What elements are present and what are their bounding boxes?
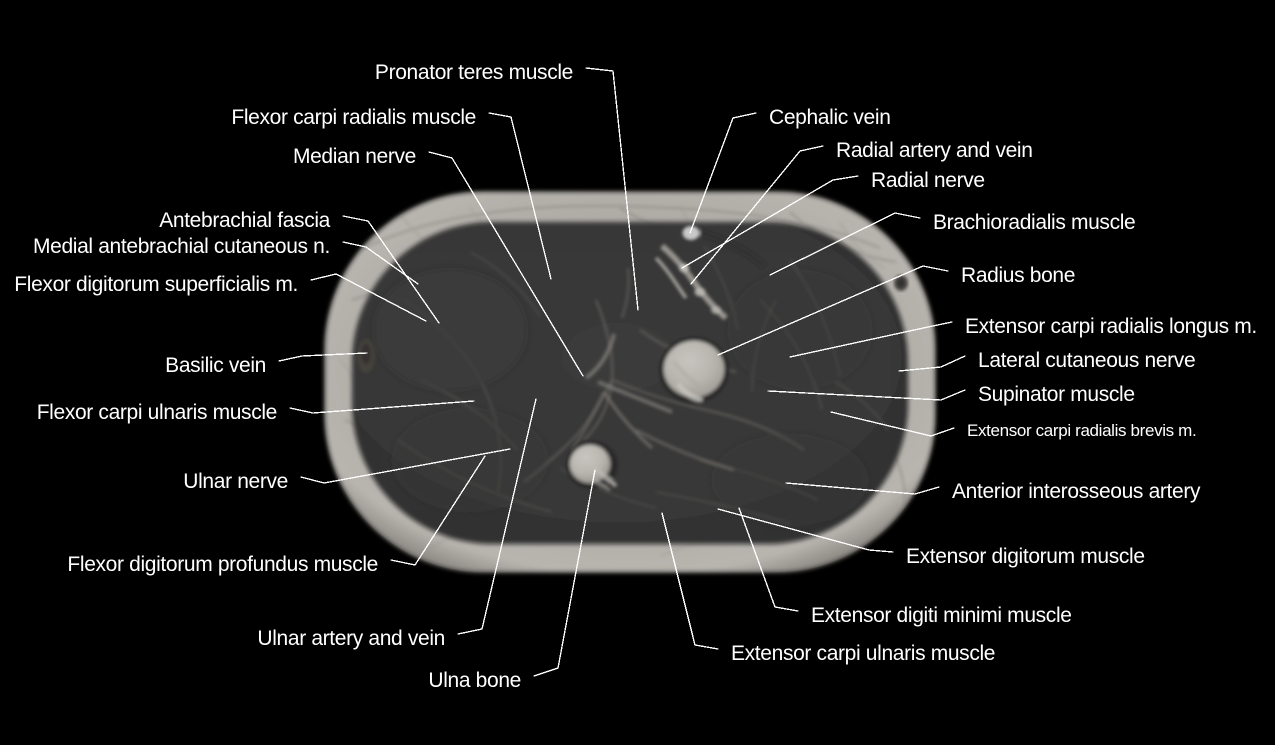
label-ulna-bone: Ulna bone [428,669,521,692]
label-pronator-teres-muscle: Pronator teres muscle [374,61,573,84]
label-flexor-carpi-ulnaris-muscle: Flexor carpi ulnaris muscle [36,401,278,424]
label-lateral-cutaneous-nerve: Lateral cutaneous nerve [978,349,1196,372]
label-ulnar-nerve: Ulnar nerve [183,470,288,493]
label-extensor-digiti-minimi-muscle: Extensor digiti minimi muscle [811,604,1072,627]
label-medial-antebrachial-cutaneous-n: Medial antebrachial cutaneous n. [32,235,330,258]
label-extensor-digitorum-muscle: Extensor digitorum muscle [906,545,1145,568]
label-flexor-digitorum-superficialis-m: Flexor digitorum superficialis m. [14,273,298,296]
label-brachioradialis-muscle: Brachioradialis muscle [933,211,1136,234]
label-supinator-muscle: Supinator muscle [978,383,1135,406]
label-flexor-carpi-radialis-muscle: Flexor carpi radialis muscle [231,106,476,129]
label-antebrachial-fascia: Antebrachial fascia [159,209,330,232]
label-flexor-digitorum-profundus-muscle: Flexor digitorum profundus muscle [67,553,378,576]
label-extensor-carpi-radialis-brevis-m: Extensor carpi radialis brevis m. [967,421,1197,440]
label-extensor-carpi-ulnaris-muscle: Extensor carpi ulnaris muscle [731,642,996,665]
label-radius-bone: Radius bone [961,264,1076,287]
label-radial-nerve: Radial nerve [871,169,985,192]
label-radial-artery-and-vein: Radial artery and vein [836,139,1033,162]
label-median-nerve: Median nerve [292,145,416,168]
label-anterior-interosseous-artery: Anterior interosseous artery [952,480,1201,503]
label-basilic-vein: Basilic vein [165,354,266,377]
label-extensor-carpi-radialis-longus-m: Extensor carpi radialis longus m. [965,315,1257,338]
label-cephalic-vein: Cephalic vein [769,106,891,129]
label-ulnar-artery-and-vein: Ulnar artery and vein [257,627,445,650]
